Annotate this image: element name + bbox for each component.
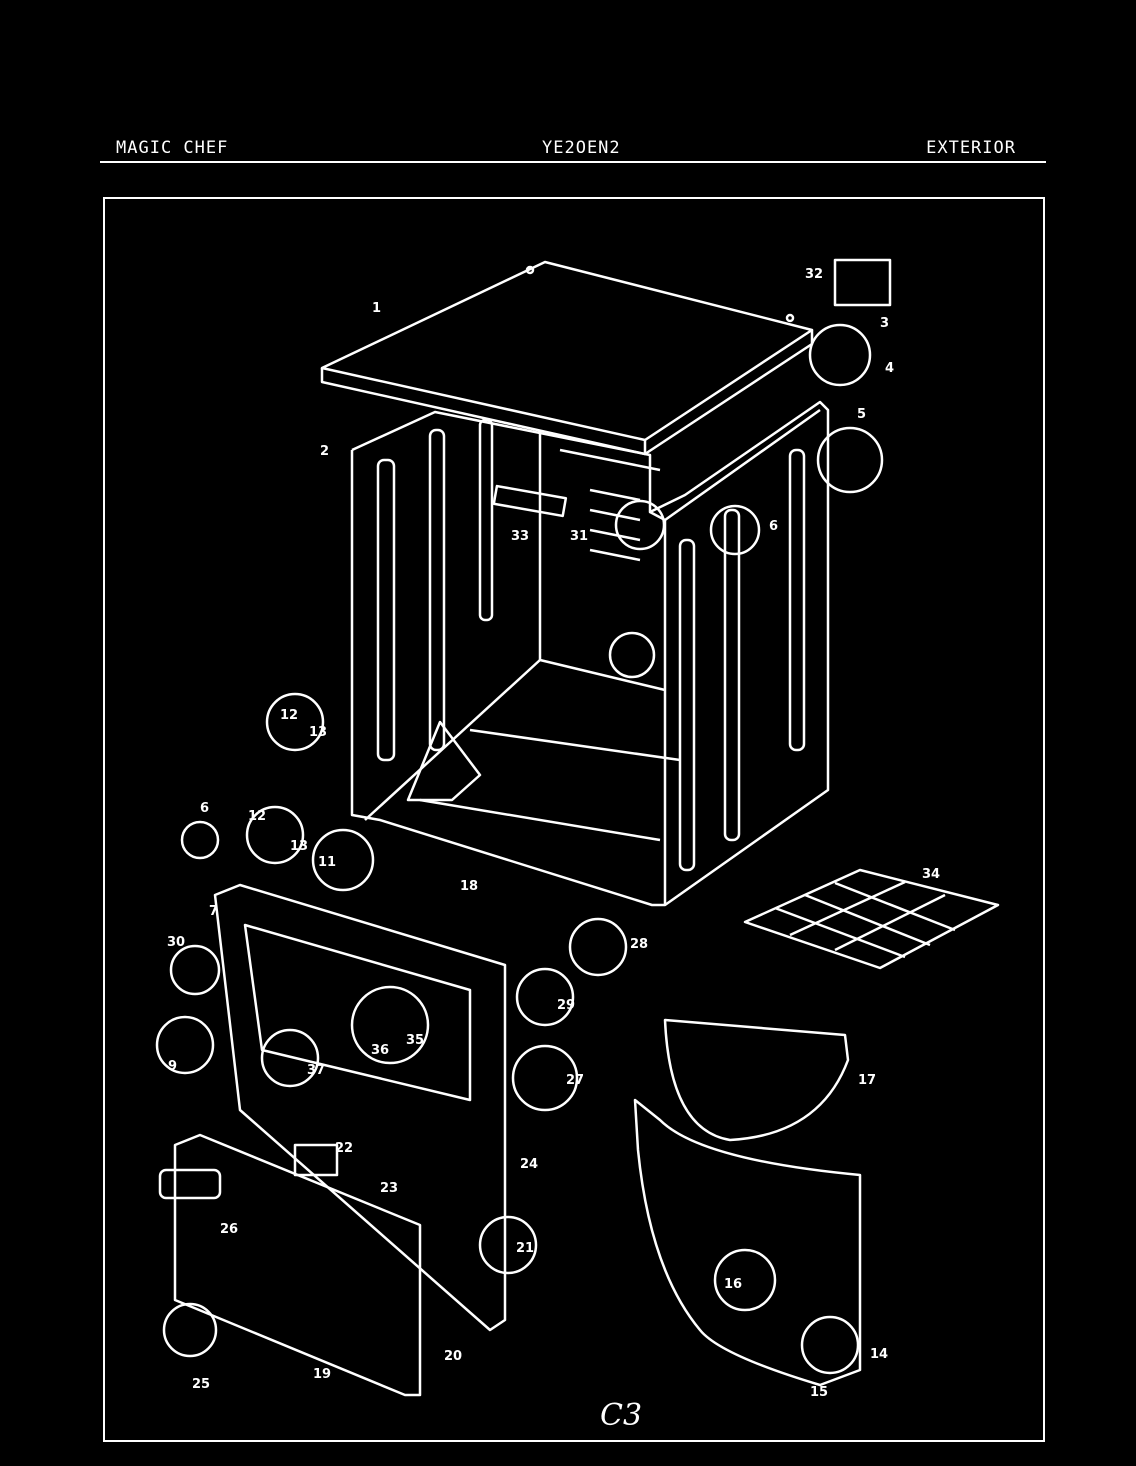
callout-14: 14 xyxy=(870,1347,888,1362)
model-number: YE2OEN2 xyxy=(542,138,621,158)
callout-26: 26 xyxy=(220,1222,238,1237)
callout-36: 36 xyxy=(371,1043,389,1058)
callout-16: 16 xyxy=(724,1277,742,1292)
drying-rack xyxy=(743,868,1000,970)
callout-23: 23 xyxy=(380,1181,398,1196)
callout-30: 30 xyxy=(167,935,185,950)
callout-37: 37 xyxy=(307,1063,325,1078)
callout-15: 15 xyxy=(810,1385,828,1400)
callout-7: 7 xyxy=(209,904,218,919)
callout-1: 1 xyxy=(372,301,381,316)
callout-11: 11 xyxy=(318,855,336,870)
callout-27: 27 xyxy=(566,1073,584,1088)
section-title: EXTERIOR xyxy=(926,138,1016,158)
callout-24: 24 xyxy=(520,1157,538,1172)
callout-13b: 13 xyxy=(290,839,308,854)
callout-6b: 6 xyxy=(200,801,209,816)
callout-18: 18 xyxy=(460,879,478,894)
callout-28: 28 xyxy=(630,937,648,952)
callout-5: 5 xyxy=(857,407,866,422)
callout-17: 17 xyxy=(858,1073,876,1088)
callout-12a: 12 xyxy=(280,708,298,723)
cabinet xyxy=(350,400,830,907)
callout-25: 25 xyxy=(192,1377,210,1392)
page-note: C3 xyxy=(600,1398,643,1433)
door xyxy=(158,1133,422,1397)
callout-21: 21 xyxy=(516,1241,534,1256)
callout-12b: 12 xyxy=(248,809,266,824)
callout-6a: 6 xyxy=(769,519,778,534)
callout-34: 34 xyxy=(922,867,940,882)
callout-31: 31 xyxy=(570,529,588,544)
top-panel xyxy=(320,260,814,456)
callout-35: 35 xyxy=(406,1033,424,1048)
callout-9: 9 xyxy=(168,1059,177,1074)
lint-screen xyxy=(663,1018,850,1142)
front-panel xyxy=(155,805,628,1358)
diagram-frame xyxy=(103,197,1045,1442)
callout-29: 29 xyxy=(557,998,575,1013)
toe-panel xyxy=(633,1098,862,1387)
callout-33: 33 xyxy=(511,529,529,544)
callout-3: 3 xyxy=(880,316,889,331)
callout-2: 2 xyxy=(320,444,329,459)
brand-label: MAGIC CHEF xyxy=(116,138,229,158)
callout-32: 32 xyxy=(805,267,823,282)
header-rule xyxy=(100,161,1046,163)
callout-20: 20 xyxy=(444,1349,462,1364)
detail-bubbles xyxy=(265,258,892,752)
callout-13a: 13 xyxy=(309,725,327,740)
callout-22: 22 xyxy=(335,1141,353,1156)
callout-19: 19 xyxy=(313,1367,331,1382)
callout-4: 4 xyxy=(885,361,894,376)
